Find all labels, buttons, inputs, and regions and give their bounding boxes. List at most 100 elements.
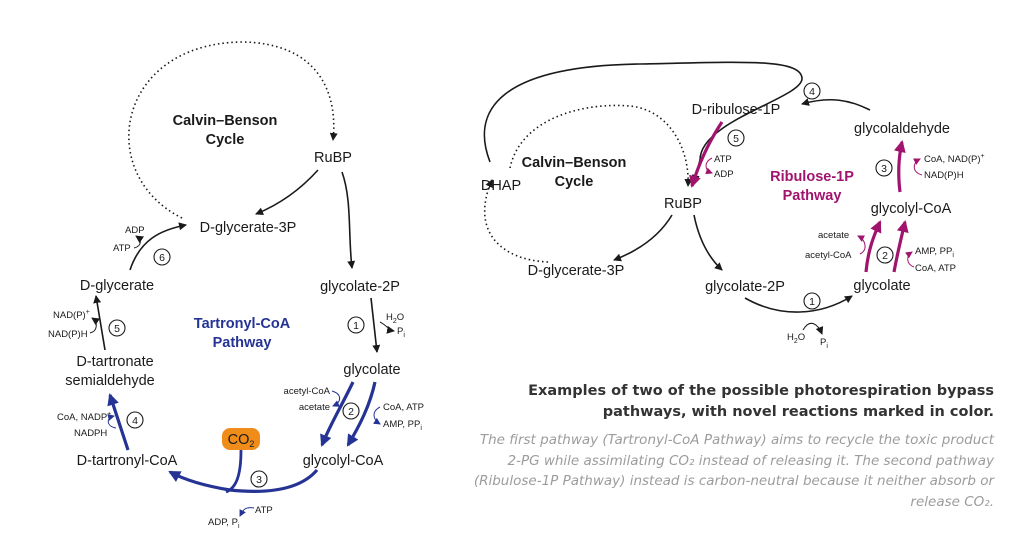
step2-circle-left xyxy=(342,402,360,420)
glycolyl-coa-label-left: glycolyl-CoA xyxy=(303,453,384,469)
arrow-glycolyl-to-tartronyl xyxy=(168,468,319,493)
nadph-label-left: NADPH xyxy=(74,428,107,439)
calvin-title-right-2: Cycle xyxy=(555,174,594,190)
step5-num-left: 5 xyxy=(114,323,120,335)
co2-badge xyxy=(222,428,260,450)
arrow-semialdehyde-to-dglycerate xyxy=(93,295,106,351)
acetyl-side-arrow-left xyxy=(331,390,341,407)
semialdehyde-label-1: D-tartronate xyxy=(76,354,153,370)
arrow-dglycerate-to-dg3p xyxy=(129,222,187,271)
calvin-title-left-1: Calvin–Benson xyxy=(173,113,278,129)
rubp-label-right: RuBP xyxy=(664,196,702,212)
step2-num-right: 2 xyxy=(882,250,888,262)
pi-side-arrow-left xyxy=(379,321,395,334)
semialdehyde-label-2: semialdehyde xyxy=(65,373,154,389)
coa-atp-label-right: CoA, ATP xyxy=(915,263,956,274)
coa-side-arrow-left xyxy=(373,406,381,425)
step3-num-right: 3 xyxy=(881,163,887,175)
atp-side-arrow-left-6 xyxy=(133,235,145,249)
step4-num-left: 4 xyxy=(132,415,138,427)
co2-label: CO2 xyxy=(228,432,255,449)
ribulose-pathway-title-1: Ribulose-1P xyxy=(770,169,854,185)
atp-label-left-3: ATP xyxy=(255,505,273,516)
coa-nadp-label-left: CoA, NADP+ xyxy=(57,411,111,423)
h2o-label-left: H2O xyxy=(386,312,404,325)
dribulose-label: D-ribulose-1P xyxy=(692,102,781,118)
glycolate-label-right: glycolate xyxy=(853,278,910,294)
step2-circle-right xyxy=(876,246,894,264)
arrow-glycolate-to-glycolyl-right-2 xyxy=(892,220,909,273)
acetyl-coa-label-left: acetyl-CoA xyxy=(284,386,331,397)
tartronyl-pathway-title-2: Pathway xyxy=(213,335,272,351)
calvin-cycle-arc-right-top xyxy=(509,104,693,187)
step1-num-right: 1 xyxy=(809,296,815,308)
glycolyl-coa-label-right: glycolyl-CoA xyxy=(871,201,952,217)
arrow-glycolate-to-glycolyl-2 xyxy=(346,381,377,447)
arrow-glycolate-to-glycolyl-right-1 xyxy=(864,220,882,273)
arrow-rubp-to-glycolate2p-right xyxy=(693,214,723,271)
dg3p-label-right: D-glycerate-3P xyxy=(528,263,625,279)
nadp-plus-label-left: NAD(P)+ xyxy=(53,309,90,321)
arrow-dribulose-to-rubp xyxy=(689,121,724,188)
step5-circle-left xyxy=(108,319,126,337)
atp-side-arrow-right xyxy=(705,157,713,175)
acetyl-coa-label-right: acetyl-CoA xyxy=(805,250,852,261)
step6-circle-left xyxy=(153,248,171,266)
dtartronyl-label: D-tartronyl-CoA xyxy=(77,453,178,469)
dg3p-label-left: D-glycerate-3P xyxy=(200,220,297,236)
ribulose-1p-diagram: 4 DHAP Calvin–Benson Cycle D-ribulose-1P… xyxy=(481,61,985,350)
calvin-title-right-1: Calvin–Benson xyxy=(522,155,627,171)
step2-num-left: 2 xyxy=(348,406,354,418)
rubp-label-left: RuBP xyxy=(314,150,352,166)
arrow-rubp-to-dg3p xyxy=(255,169,319,216)
amp-ppi-label-right: AMP, PPi xyxy=(915,246,954,259)
acetate-label-right: acetate xyxy=(818,230,849,241)
step4-circle-left xyxy=(126,411,144,429)
step5-num-right: 5 xyxy=(733,133,739,145)
amp-ppi-label-left: AMP, PPi xyxy=(383,419,422,432)
arrow-glycolate2p-to-glycolate xyxy=(370,297,381,353)
step4-circle-right xyxy=(803,82,821,100)
coa-atp-label-left: CoA, ATP xyxy=(383,402,424,413)
pi-label-right: Pi xyxy=(820,337,828,350)
nadph-label-left-5: NAD(P)H xyxy=(48,329,88,340)
arrow-dhap-loop xyxy=(483,61,803,183)
nadph-label-right: NAD(P)H xyxy=(924,170,964,181)
glycolate2p-label-left: glycolate-2P xyxy=(320,279,400,295)
acetate-label-left: acetate xyxy=(299,402,330,413)
dhap-label: DHAP xyxy=(481,178,521,194)
adp-pi-label-left: ADP, Pi xyxy=(208,517,240,530)
adp-label-left-6: ADP xyxy=(125,225,145,236)
tartronyl-coa-diagram: Calvin–Benson Cycle RuBP D-glycerate-3P … xyxy=(48,41,424,530)
arrow-rubp-to-dg3p-right xyxy=(613,214,673,262)
ribulose-pathway-title-2: Pathway xyxy=(783,188,842,204)
h2o-label-right: H2O xyxy=(787,332,805,345)
glycolate2p-label-right: glycolate-2P xyxy=(705,279,785,295)
arrow-glycolate-to-glycolyl-1 xyxy=(320,381,355,447)
step1-circle-left xyxy=(347,316,365,334)
step1-circle-right xyxy=(803,292,821,310)
acetyl-side-arrow-right xyxy=(857,235,866,255)
arrow-glycolaldehyde-to-dribulose xyxy=(801,98,871,111)
step3-circle-left xyxy=(250,470,268,488)
arrow-rubp-to-glycolate2p xyxy=(341,171,356,269)
nadp-side-arrow-left xyxy=(107,414,117,429)
pi-label-left: Pi xyxy=(397,326,405,339)
atp-side-arrow-left xyxy=(239,507,255,517)
arrow-tartronyl-to-semialdehyde xyxy=(107,393,130,451)
step3-circle-right xyxy=(875,159,893,177)
dglycerate-label: D-glycerate xyxy=(80,278,154,294)
step5-circle-right xyxy=(727,129,745,147)
nadp-side-arrow-right xyxy=(913,158,923,176)
atp-label-right: ATP xyxy=(714,154,732,165)
pi-side-arrow-right xyxy=(802,322,824,335)
glycolaldehyde-label: glycolaldehyde xyxy=(854,121,950,137)
step6-num-left: 6 xyxy=(159,252,165,264)
co2-feed-line xyxy=(225,449,243,494)
caption-title: Examples of two of the possible photores… xyxy=(528,383,994,420)
calvin-title-left-2: Cycle xyxy=(206,132,245,148)
atp-label-left-6: ATP xyxy=(113,243,131,254)
arrow-glycolate2p-to-glycolate-right xyxy=(744,295,853,313)
nadph-side-arrow-left xyxy=(89,317,101,334)
